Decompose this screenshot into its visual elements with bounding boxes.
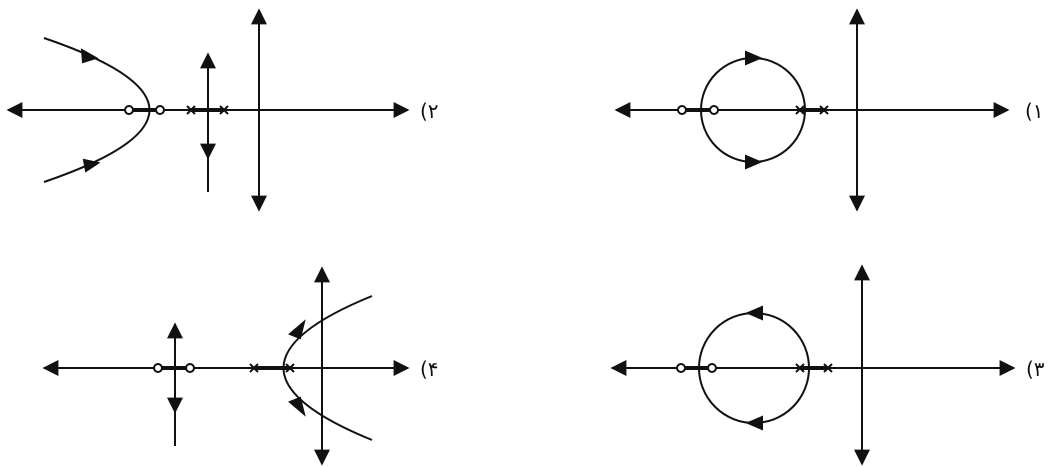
zero-marker xyxy=(153,363,163,373)
pole-marker xyxy=(823,363,833,373)
pole-marker xyxy=(219,105,229,115)
pole-marker xyxy=(186,105,196,115)
direction-arrow xyxy=(82,158,101,173)
pole-marker xyxy=(795,105,805,115)
option-3-label[interactable]: (۳ xyxy=(1026,357,1045,381)
pole-marker xyxy=(795,363,805,373)
direction-arrow xyxy=(745,415,763,431)
direction-arrow xyxy=(745,305,763,321)
direction-arrow xyxy=(745,154,763,170)
direction-arrow xyxy=(288,319,306,340)
zero-marker xyxy=(677,105,687,115)
pole-marker xyxy=(249,363,259,373)
zero-marker xyxy=(709,105,719,115)
option-4-label[interactable]: (۴ xyxy=(420,357,439,381)
option-2-plot xyxy=(6,8,410,212)
zero-marker xyxy=(124,105,134,115)
zero-marker xyxy=(185,363,195,373)
direction-arrow xyxy=(80,48,99,64)
option-1-label[interactable]: (۱ xyxy=(1025,99,1044,123)
option-2-label[interactable]: (۲ xyxy=(420,99,439,123)
option-1-plot xyxy=(614,8,1010,212)
option-4-plot xyxy=(42,266,410,466)
direction-arrow xyxy=(745,50,763,66)
direction-arrow xyxy=(288,396,306,417)
zero-marker xyxy=(707,363,717,373)
pole-marker xyxy=(285,363,295,373)
option-3-plot xyxy=(610,264,1016,466)
pole-marker xyxy=(819,105,829,115)
zero-marker xyxy=(676,363,686,373)
zero-marker xyxy=(155,105,165,115)
